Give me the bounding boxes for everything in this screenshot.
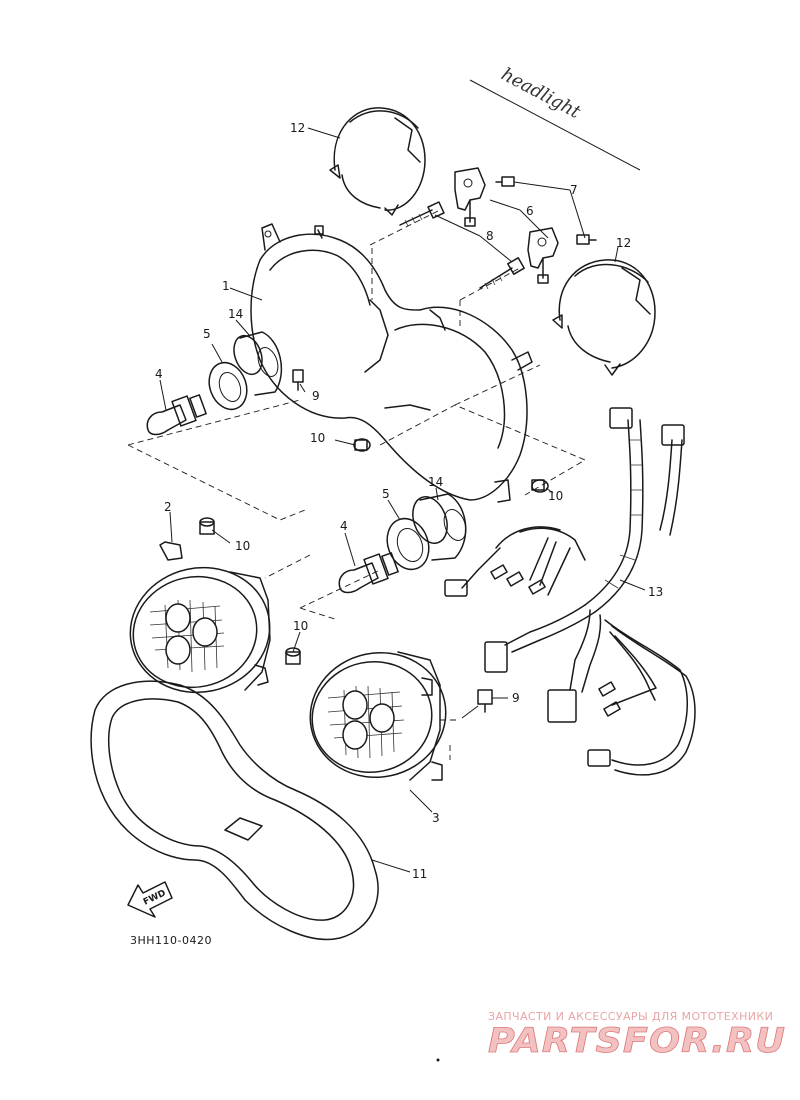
part-2-headlight-unit-left [129,541,271,694]
part-10-nut-left [199,517,215,535]
callout-10-left: 10 [235,539,250,553]
part-1-headlight-housing [250,223,533,503]
part-12-rim-right [552,259,656,376]
callout-4-upper: 4 [155,367,163,381]
watermark-site: PARTSFOR.RU [488,1021,786,1061]
callout-2: 2 [164,500,172,514]
watermark-tagline: ЗАПЧАСТИ И АКСЕССУАРЫ ДЛЯ МОТОТЕХНИКИ [488,1010,773,1023]
callout-leaders [159,127,646,873]
part-7-screw-lower [576,234,597,245]
callout-13: 13 [648,585,663,599]
callout-9-upper: 9 [312,389,320,403]
watermark: ЗАПЧАСТИ И АКСЕССУАРЫ ДЛЯ МОТОТЕХНИКИ PA… [488,1010,786,1061]
part-10-nut-right [531,479,549,493]
part-6-bracket-upper [454,167,486,227]
callout-4-lower: 4 [340,519,348,533]
callout-11: 11 [412,867,427,881]
part-4-bulb-upper [146,394,207,436]
callout-14-upper: 14 [228,307,243,321]
callout-labels: 12 7 6 8 12 1 14 5 4 9 10 10 2 10 5 14 4… [155,121,663,881]
callout-3: 3 [432,811,440,825]
part-9-clip-upper [292,369,304,391]
part-14-socket-cover-lower [412,493,467,561]
forward-direction-arrow: FWD [127,881,173,918]
callout-8: 8 [486,229,494,243]
part-5-bulb-cover-upper [208,361,248,411]
part-3-headlight-unit-right [309,651,447,781]
callout-9-lower: 9 [512,691,520,705]
part-6-bracket-lower [527,227,559,284]
part-9-clip-lower [461,689,493,719]
part-13-wiring-harness [444,407,696,776]
part-12-rim-upper [329,107,426,216]
callout-6: 6 [526,204,534,218]
stray-dot [436,1058,440,1062]
callout-10-upper: 10 [310,431,325,445]
part-5-bulb-cover-lower [386,517,430,571]
part-10-nut-upper [353,438,371,452]
handwritten-note-text: headlight [498,64,585,123]
part-11-headlight-bezel [90,680,379,941]
part-8-bolt-upper [399,201,445,227]
assembly-guide-lines [127,209,587,760]
handwritten-note: headlight [469,64,641,171]
part-8-bolt-lower [479,257,525,290]
callout-7: 7 [570,183,578,197]
part-4-bulb-lower [338,552,399,594]
callout-12-upper: 12 [290,121,305,135]
diagram-code: 3HH110-0420 [130,934,212,947]
callout-1: 1 [222,279,230,293]
part-14-socket-cover-upper [233,331,283,396]
part-7-screw-upper [495,176,515,187]
callout-5-upper: 5 [203,327,211,341]
callout-10-center: 10 [293,619,308,633]
callout-14-lower: 14 [428,475,443,489]
callout-10-right: 10 [548,489,563,503]
callout-5-lower: 5 [382,487,390,501]
callout-12-right: 12 [616,236,631,250]
part-10-nut-center [285,647,301,665]
